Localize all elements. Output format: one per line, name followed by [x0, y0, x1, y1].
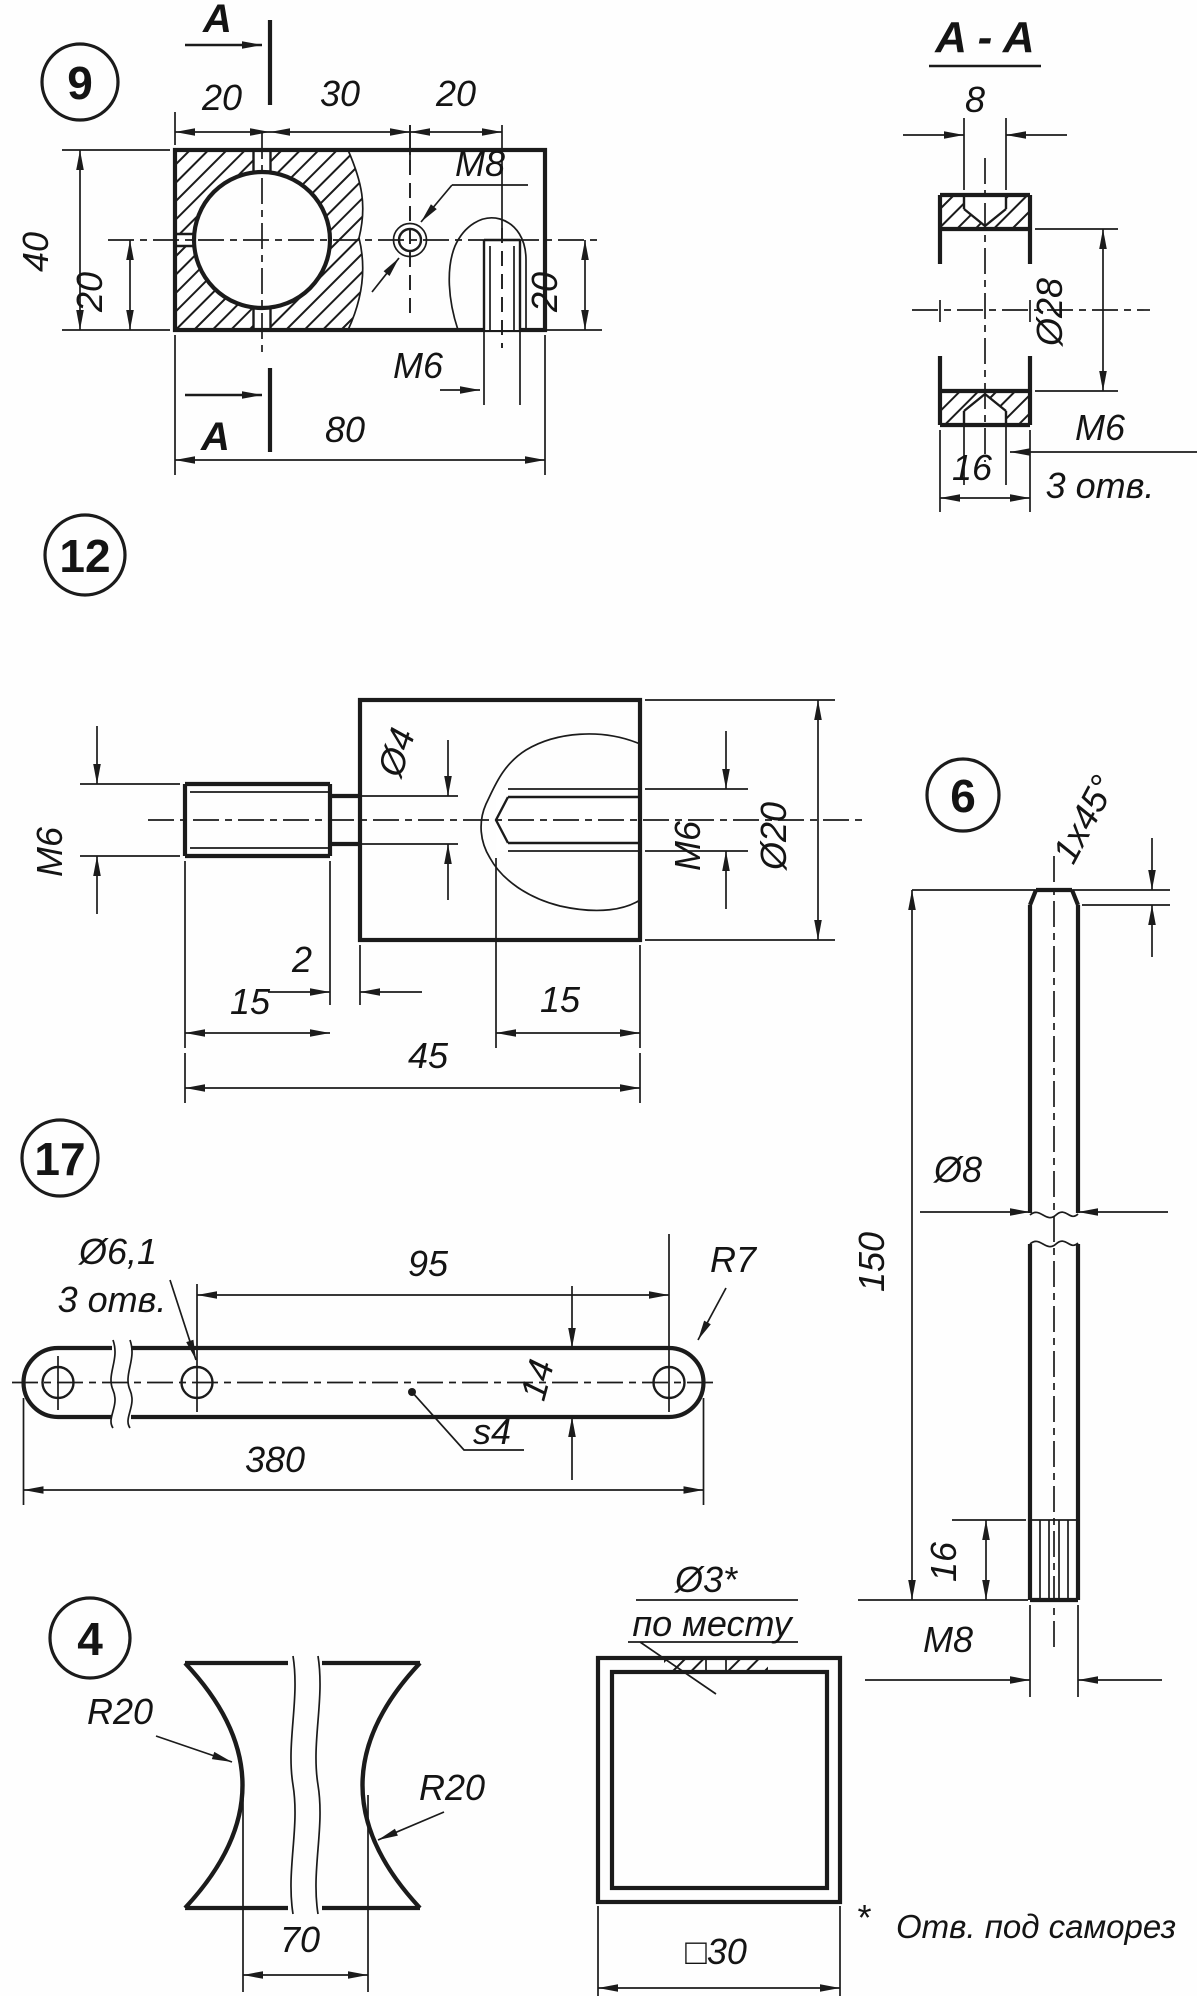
- dim-28: Ø28: [1029, 278, 1070, 347]
- dim-neck-dia: Ø4: [369, 723, 423, 782]
- break-4-a: [290, 1655, 296, 1915]
- dim-hole-dia-tube: Ø3*: [674, 1559, 738, 1600]
- dim-30-top: 30: [320, 73, 360, 114]
- slot-top: [253, 150, 271, 173]
- break-line-upper: [1029, 1211, 1079, 1219]
- dim-rod-dia: Ø8: [933, 1149, 982, 1190]
- tube-view: Ø3* по месту □30: [595, 1559, 843, 1996]
- balloon-6-icon: [925, 757, 1001, 833]
- dim-16-aa: 16: [952, 447, 993, 488]
- dim-14: 14: [512, 1355, 562, 1404]
- dim-hole-dia-17: Ø6,1: [78, 1231, 157, 1272]
- thread-callout-m6-aa: M6: [1075, 407, 1126, 448]
- part17-view: 17 Ø6,1 3 отв. 95 14 R7 380 s4: [12, 1118, 758, 1505]
- dim-380: 380: [245, 1439, 305, 1480]
- balloon-4-label: 4: [77, 1613, 103, 1665]
- dim-20-right: 20: [524, 272, 565, 313]
- tube-inner: [609, 1669, 830, 1891]
- dim-20-top-right: 20: [435, 73, 476, 114]
- part12-view: 12 M6 Ø4 M6 Ø20 2: [29, 513, 862, 1103]
- part6-view: 6 1x45° Ø8 150 16 M8: [851, 757, 1170, 1697]
- balloon-17-icon: [20, 1118, 100, 1198]
- thread-callout-m6-hole: M6: [667, 820, 708, 871]
- balloon-4-icon: [48, 1596, 132, 1680]
- break-line-lower: [1029, 1240, 1079, 1248]
- holes-count-aa: 3 отв.: [1046, 465, 1155, 506]
- dim-s4: s4: [473, 1411, 511, 1452]
- dim-8: 8: [965, 79, 985, 120]
- balloon-12-icon: [43, 513, 127, 597]
- dim-r7: R7: [710, 1239, 758, 1280]
- dim-15-right: 15: [540, 979, 581, 1020]
- dim-15-left: 15: [230, 981, 271, 1022]
- dim-80: 80: [325, 409, 365, 450]
- dim-square-30: □30: [685, 1931, 747, 1972]
- part4-view: 4 R20 R20 70: [48, 1596, 485, 1992]
- section-aa-view: A - A 8 Ø28 16 M6 3 отв.: [903, 13, 1197, 512]
- dim-95: 95: [408, 1243, 449, 1284]
- thread-hole-bottom: [964, 394, 1006, 425]
- part9-view: 9 A A: [15, 0, 602, 475]
- break-4-b: [315, 1655, 321, 1915]
- dim-45: 45: [408, 1035, 449, 1076]
- balloon-9-label: 9: [67, 57, 93, 109]
- hatch-right-blob: [448, 217, 527, 331]
- tube-hatch-left: [664, 1659, 706, 1672]
- tube-hatch-right: [726, 1659, 768, 1672]
- dim-16-thread: 16: [923, 1541, 964, 1582]
- thread-callout-m8: M8: [455, 143, 505, 184]
- footnote: * Отв. под саморез: [856, 1897, 1176, 1945]
- balloon-12-label: 12: [59, 530, 110, 582]
- footnote-star: *: [856, 1897, 871, 1938]
- dim-2: 2: [291, 939, 312, 980]
- thread-callout-m8-rod: M8: [923, 1619, 973, 1660]
- dim-70: 70: [280, 1919, 320, 1960]
- dim-chamfer: 1x45°: [1044, 769, 1124, 870]
- tube-outer: [595, 1655, 843, 1905]
- break-17-a: [110, 1339, 116, 1429]
- dim-body-dia: Ø20: [753, 802, 794, 871]
- dim-40-left: 40: [15, 232, 56, 272]
- dim-150: 150: [851, 1232, 892, 1292]
- dim-20-left: 20: [69, 272, 110, 313]
- dim-20-top-left: 20: [201, 77, 242, 118]
- section-title: A - A: [934, 13, 1034, 62]
- dim-r20-right: R20: [419, 1767, 485, 1808]
- dim-r20-left: R20: [87, 1691, 153, 1732]
- section-label-top: A: [202, 0, 232, 41]
- section-label-bottom: A: [200, 415, 230, 459]
- footnote-text: Отв. под саморез: [896, 1908, 1176, 1945]
- balloon-9-icon: [40, 42, 120, 122]
- thread-callout-m6-stud: M6: [29, 826, 70, 877]
- balloon-17-label: 17: [34, 1133, 85, 1185]
- hatch-left: [175, 150, 363, 330]
- local-section-wave-left: [347, 149, 364, 331]
- holes-count-17: 3 отв.: [58, 1279, 167, 1320]
- hatch-blob-12: [480, 733, 641, 912]
- break-17-b: [127, 1339, 133, 1429]
- balloon-6-label: 6: [950, 770, 976, 822]
- note-in-place: по месту: [632, 1603, 793, 1644]
- thread-callout-m6: M6: [393, 345, 444, 386]
